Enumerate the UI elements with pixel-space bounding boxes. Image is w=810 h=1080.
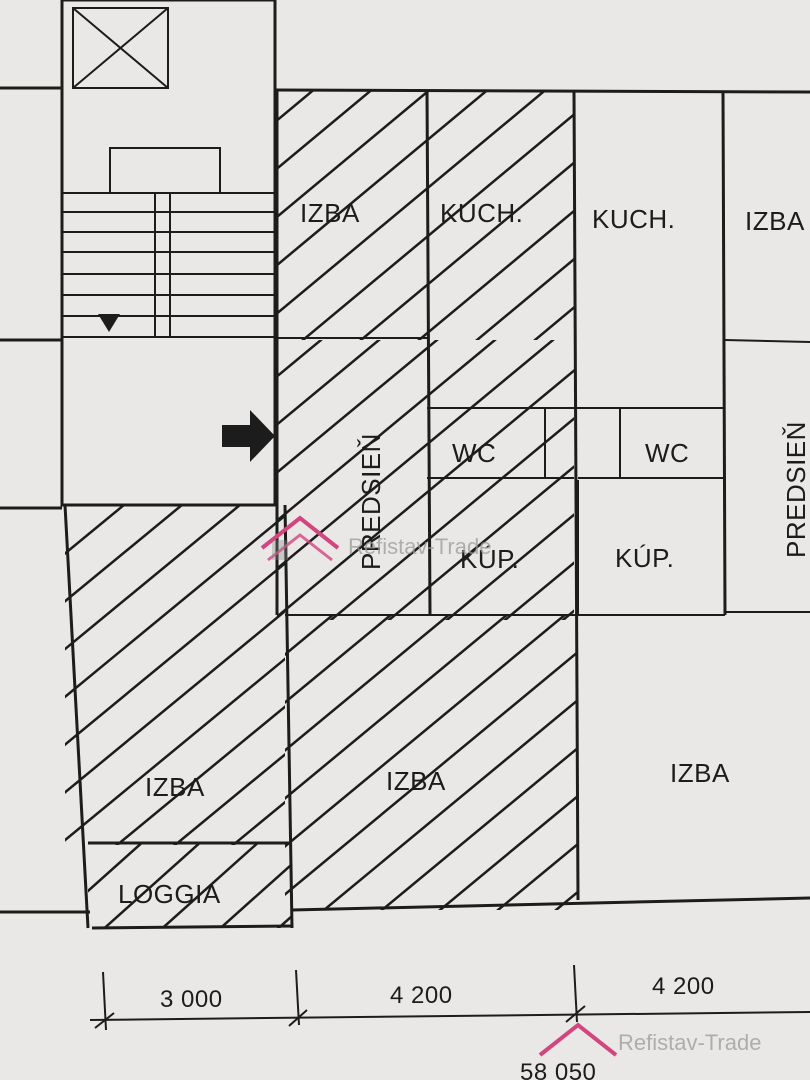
hatch-line (417, 209, 574, 340)
hatch-line (65, 657, 285, 842)
hatch-line (277, 90, 374, 171)
hatch-line (438, 795, 577, 910)
hatch-line (301, 112, 574, 340)
entrance-arrow-icon (222, 410, 275, 462)
hatch-line (359, 161, 574, 340)
hatch-line (277, 90, 548, 316)
hatch-line (173, 752, 285, 845)
hatch-line (285, 615, 393, 705)
room-labels: IZBA KUCH. KUCH. IZBA PREDSIEŇ PREDSIEŇ … (118, 198, 810, 909)
room-predsien-left: PREDSIEŇ (356, 433, 386, 570)
hatch-line (0, 838, 89, 933)
watermark-center: Refistav-Trade (260, 515, 491, 562)
hatch-line (277, 90, 490, 267)
dimension-4200-a: 4 200 (390, 982, 453, 1009)
hatch-line (277, 90, 316, 122)
hatch-line (277, 340, 497, 523)
hatch-line (380, 747, 577, 910)
room-kup-left: KÚP. (460, 544, 519, 574)
hatch-line (65, 561, 285, 747)
room-izba-top-right: IZBA (745, 206, 805, 236)
hatch-line (65, 505, 126, 556)
hatch-line (277, 90, 432, 219)
dimension-3000: 3 000 (160, 986, 223, 1013)
hatch-line (496, 843, 577, 910)
watermark-text: Refistav-Trade (348, 534, 491, 559)
hatch-line (285, 615, 509, 800)
room-kuch-right: KUCH. (592, 204, 675, 234)
hatch-line (88, 843, 144, 893)
watermark-house-icon-bottom (538, 1022, 618, 1057)
hatch-line (65, 505, 242, 651)
elevator-box (72, 7, 169, 89)
hatch-line (475, 257, 574, 340)
stair-direction-arrow-icon (98, 314, 120, 332)
hatch-line (285, 615, 567, 848)
hatch-line (285, 615, 451, 753)
hatch-line (322, 699, 577, 910)
room-kuch-left: KUCH. (440, 198, 523, 228)
watermark-text-bottom: Refistav-Trade (618, 1030, 761, 1055)
room-wc-right: WC (645, 438, 689, 468)
hatch-line (277, 369, 574, 619)
room-izba-bottom-mid: IZBA (386, 766, 446, 796)
hatch-line (276, 915, 291, 928)
hatch-line (160, 843, 260, 928)
wall-lines (0, 0, 810, 930)
hatch-line (65, 609, 285, 794)
hatch-line (65, 514, 285, 699)
dimension-4200-b: 4 200 (652, 973, 715, 1000)
watermark-house-icon (260, 515, 340, 550)
room-predsien-right: PREDSIEŇ (781, 421, 810, 558)
hatch-line (445, 513, 574, 620)
hatch-line (277, 340, 381, 427)
watermark-bottom: Refistav-Trade (538, 1022, 761, 1057)
dimension-total: 58 050 (520, 1059, 596, 1080)
dimension-line: 3 000 4 200 4 200 58 050 (89, 964, 810, 1080)
hatch-line (102, 843, 202, 928)
hatch-line (285, 651, 577, 896)
hatched-apartment-area (0, 90, 577, 933)
hatch-line (277, 340, 555, 571)
hatch-line (115, 705, 285, 845)
room-izba-top-left: IZBA (300, 198, 360, 228)
room-izba-bottom-left: IZBA (145, 772, 205, 802)
hatch-line (218, 863, 291, 928)
hatch-line (329, 417, 574, 620)
hatch-line (503, 561, 574, 620)
hatch-line (65, 505, 184, 603)
hatch-line (561, 609, 574, 620)
hatch-line (277, 340, 439, 475)
room-wc-left: WC (452, 438, 496, 468)
hatch-line (387, 465, 574, 620)
room-loggia: LOGGIA (118, 879, 221, 909)
room-izba-bottom-right: IZBA (670, 758, 730, 788)
room-kup-right: KÚP. (615, 543, 674, 573)
staircase-steps (62, 147, 275, 338)
